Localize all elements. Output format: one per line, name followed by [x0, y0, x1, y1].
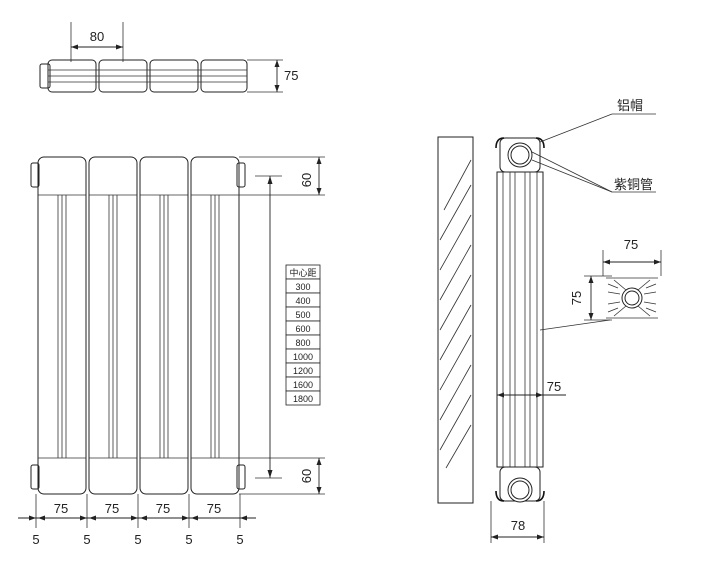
dim-label-footer: 60 — [299, 469, 314, 483]
gap-dim-2: 5 — [83, 532, 90, 547]
arrow-head — [38, 515, 45, 521]
leader-cap — [539, 113, 613, 143]
arrow-head — [116, 44, 123, 50]
table-cell: 600 — [295, 324, 310, 334]
arrow-head — [191, 515, 198, 521]
wall-outline — [437, 136, 474, 504]
arrow-head — [536, 392, 543, 398]
arrow-head — [316, 458, 322, 465]
dim-label-body-width: 75 — [547, 379, 561, 394]
leader-pipe — [531, 159, 613, 193]
table-cell: 1000 — [293, 352, 313, 362]
dim-label-75-top-view: 75 — [284, 68, 298, 83]
arrow-head — [603, 259, 610, 265]
front-section-1 — [37, 156, 87, 495]
table-row: 600 — [285, 320, 321, 336]
arrow-head — [182, 515, 189, 521]
center-distance-table: 中心距 300 400 500 600 800 1000 1200 1600 1… — [285, 264, 321, 406]
pitch-dim-2: 75 — [105, 501, 119, 516]
side-body — [496, 171, 544, 468]
dim-label-overall-width: 78 — [511, 518, 525, 533]
gap-dim-3: 5 — [134, 532, 141, 547]
section-detail: 75 75 — [569, 237, 662, 321]
front-plug-top-right — [236, 162, 246, 188]
pitch-dim-3: 75 — [156, 501, 170, 516]
arrow-head — [267, 176, 273, 184]
table-row: 1000 — [285, 348, 321, 364]
top-cap-clip — [535, 137, 545, 149]
section-pipe-inner — [624, 290, 640, 306]
dim-label-header: 60 — [299, 173, 314, 187]
table-cell: 1200 — [293, 366, 313, 376]
arrow-head — [29, 515, 36, 521]
gap-dim-1: 5 — [32, 532, 39, 547]
table-cell: 300 — [295, 282, 310, 292]
front-section-3 — [139, 156, 189, 495]
leader-section — [539, 319, 611, 331]
label-copper-pipe: 紫铜管 — [614, 177, 653, 192]
top-cap-clip — [495, 137, 505, 149]
arrow-head — [316, 487, 322, 494]
table-row: 1200 — [285, 362, 321, 378]
dim-label-80: 80 — [90, 29, 104, 44]
section-fins — [606, 277, 658, 319]
side-view: 铝帽 紫铜管 75 78 — [490, 98, 656, 543]
front-section-4 — [190, 156, 240, 495]
table-cell: 500 — [295, 310, 310, 320]
dim-label-detail-height: 75 — [569, 291, 584, 305]
arrow-head — [316, 188, 322, 195]
arrow-head — [131, 515, 138, 521]
wall-section — [437, 136, 474, 504]
arrow-head — [274, 85, 280, 92]
gap-dim-4: 5 — [185, 532, 192, 547]
table-row: 800 — [285, 334, 321, 350]
arrow-head — [140, 515, 147, 521]
top-view: 80 75 — [39, 22, 298, 93]
front-view: 60 60 中心距 300 400 500 600 800 1000 1200 … — [18, 156, 325, 547]
arrow-head — [80, 515, 87, 521]
table-header: 中心距 — [289, 267, 316, 278]
arrow-head — [588, 276, 594, 283]
table-cell: 1800 — [293, 394, 313, 404]
bottom-pipe-outer — [507, 477, 533, 503]
arrow-head — [588, 313, 594, 320]
front-plug-top-left — [30, 162, 40, 188]
arrow-head — [316, 157, 322, 164]
arrow-head — [491, 534, 498, 540]
arrow-head — [267, 470, 273, 478]
bottom-cap-clip — [495, 490, 505, 502]
arrow-head — [89, 515, 96, 521]
gap-dim-5: 5 — [236, 532, 243, 547]
table-row: 1800 — [285, 390, 321, 406]
leader-pipe — [531, 151, 613, 193]
table-cell: 400 — [295, 296, 310, 306]
pitch-dim-4: 75 — [207, 501, 221, 516]
dim-label-detail-width: 75 — [624, 237, 638, 252]
arrow-head — [537, 534, 544, 540]
table-row: 400 — [285, 292, 321, 308]
arrow-head — [654, 259, 661, 265]
top-pipe-outer — [507, 142, 533, 168]
arrow-head — [274, 60, 280, 67]
front-plug-bottom-right — [236, 464, 246, 490]
bottom-pipe-inner — [510, 480, 530, 500]
arrow-head — [497, 392, 504, 398]
label-aluminum-cap: 铝帽 — [617, 98, 643, 113]
table-row: 1600 — [285, 376, 321, 392]
front-plug-bottom-left — [30, 464, 40, 490]
table-row: 500 — [285, 306, 321, 322]
arrow-head — [240, 515, 247, 521]
arrow-head — [71, 44, 78, 50]
table-cell: 1600 — [293, 380, 313, 390]
bottom-cap-clip — [535, 490, 545, 502]
pitch-dim-1: 75 — [54, 501, 68, 516]
table-cell: 800 — [295, 338, 310, 348]
front-section-2 — [88, 156, 138, 495]
table-row: 300 — [285, 278, 321, 294]
top-pipe-inner — [510, 145, 530, 165]
